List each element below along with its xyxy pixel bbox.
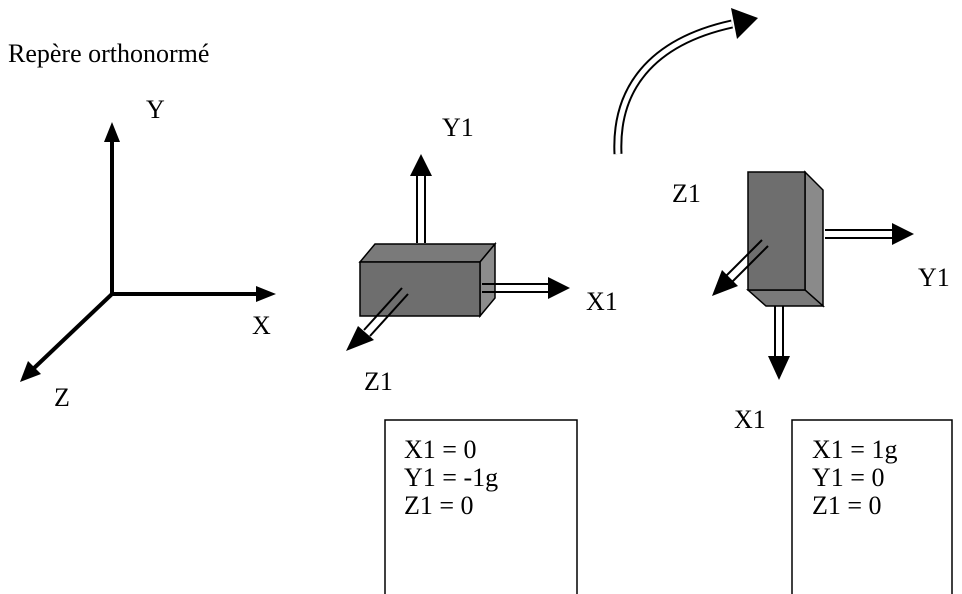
z-axis-line bbox=[30, 292, 114, 372]
rotated-y1-arrow bbox=[825, 223, 914, 245]
x1-label: X1 bbox=[586, 287, 618, 316]
z-axis-label: Z bbox=[54, 383, 70, 412]
reference-frame: Y X Z bbox=[20, 95, 276, 412]
x1-arrow bbox=[482, 277, 570, 299]
rotated-x1-label: X1 bbox=[734, 405, 766, 434]
sensor-rotated: Z1 Y1 X1 X1 = 1g Y1 = 0 Z1 = 0 bbox=[672, 170, 953, 594]
box-top-face bbox=[358, 243, 497, 263]
y1-label: Y1 bbox=[442, 113, 474, 142]
rotated-y1-label: Y1 bbox=[918, 263, 950, 292]
y-axis-label: Y bbox=[146, 95, 165, 124]
rotation-arrow bbox=[613, 8, 758, 155]
z1-arrow bbox=[346, 287, 409, 351]
rotated-box-side bbox=[804, 170, 824, 308]
rotated-x1-arrow bbox=[768, 306, 790, 380]
x-axis-arrowhead bbox=[256, 286, 276, 302]
reading-x1-rotated: X1 = 1g bbox=[812, 435, 897, 464]
reading-z1-flat: Z1 = 0 bbox=[404, 491, 474, 520]
page-title: Repère orthonormé bbox=[8, 39, 209, 68]
rotated-box-front bbox=[747, 171, 806, 291]
z1-label: Z1 bbox=[364, 367, 393, 396]
y-axis-arrowhead bbox=[104, 122, 120, 142]
rotated-z1-arrow bbox=[712, 239, 769, 296]
z-axis-arrowhead bbox=[20, 361, 41, 382]
reading-z1-rotated: Z1 = 0 bbox=[812, 491, 882, 520]
box-front-face bbox=[359, 261, 481, 317]
reading-y1-flat: Y1 = -1g bbox=[404, 463, 498, 492]
y1-arrow bbox=[410, 154, 432, 243]
rotated-z1-label: Z1 bbox=[672, 179, 701, 208]
sensor-flat: Y1 X1 Z1 X1 = 0 Y1 = -1g Z1 = 0 bbox=[346, 113, 618, 594]
readings-box-flat bbox=[384, 419, 578, 594]
reading-x1-flat: X1 = 0 bbox=[404, 435, 476, 464]
x-axis-label: X bbox=[252, 311, 271, 340]
reading-y1-rotated: Y1 = 0 bbox=[812, 463, 884, 492]
readings-box-rotated bbox=[791, 419, 953, 594]
